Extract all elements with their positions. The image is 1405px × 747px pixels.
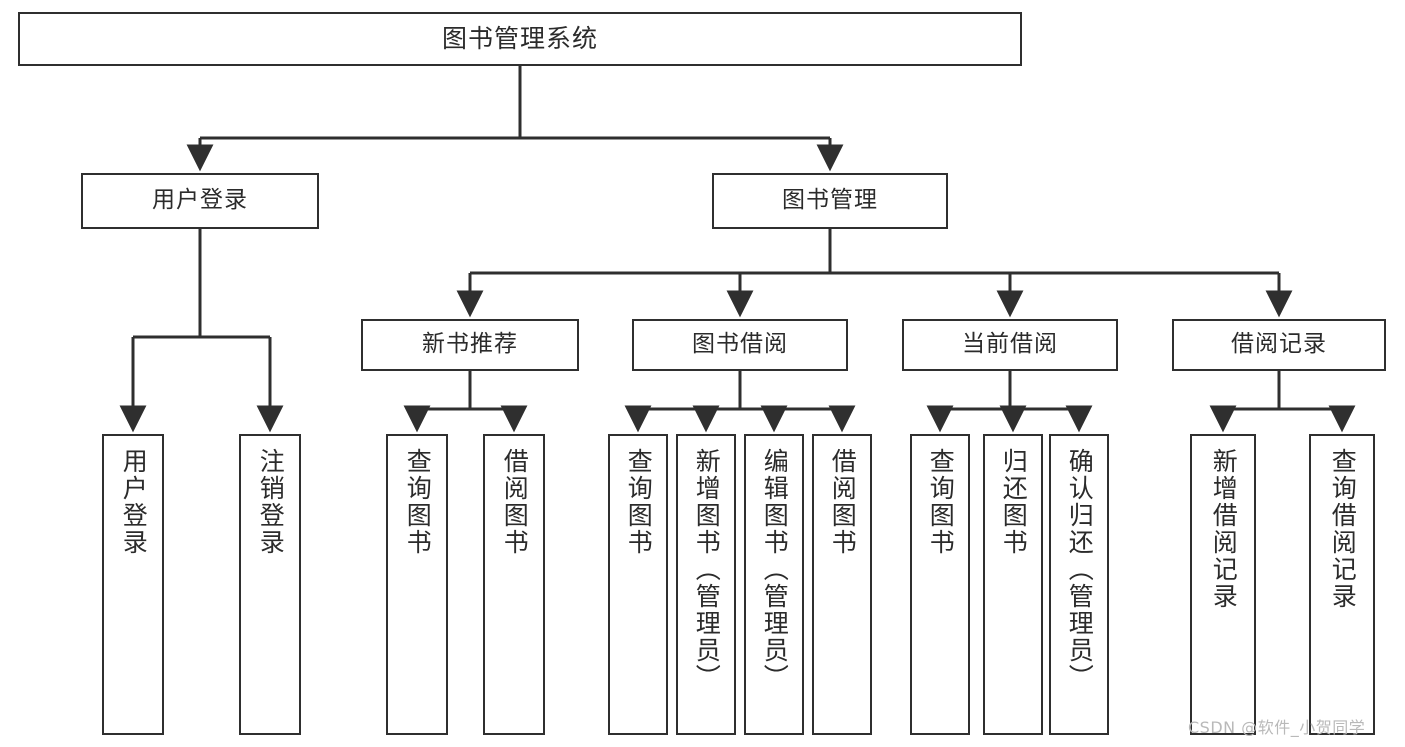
node-edit-book-admin[interactable]: 编辑图书（管理员）: [744, 434, 804, 735]
leaf-label: 查询借阅记录: [1328, 448, 1358, 610]
leaf-label: 借阅图书: [828, 448, 858, 556]
leaf-label: 确认归还（管理员）: [1065, 448, 1095, 691]
leaf-label: 注销登录: [256, 448, 286, 556]
node-new-book-recommend[interactable]: 新书推荐: [361, 319, 579, 371]
node-current-borrow[interactable]: 当前借阅: [902, 319, 1118, 371]
node-book-borrow[interactable]: 图书借阅: [632, 319, 848, 371]
node-user-login-action[interactable]: 用户登录: [102, 434, 164, 735]
node-root[interactable]: 图书管理系统: [18, 12, 1022, 66]
leaf-label: 新增借阅记录: [1209, 448, 1239, 610]
node-confirm-return-admin[interactable]: 确认归还（管理员）: [1049, 434, 1109, 735]
node-add-book-admin[interactable]: 新增图书（管理员）: [676, 434, 736, 735]
leaf-label: 借阅图书: [500, 448, 530, 556]
leaf-label: 用户登录: [119, 448, 149, 556]
node-borrow-book-action[interactable]: 借阅图书: [812, 434, 872, 735]
node-borrow-record[interactable]: 借阅记录: [1172, 319, 1386, 371]
node-query-book-current[interactable]: 查询图书: [910, 434, 970, 735]
leaf-label: 查询图书: [926, 448, 956, 556]
node-return-book[interactable]: 归还图书: [983, 434, 1043, 735]
leaf-label: 新增图书（管理员）: [692, 448, 722, 691]
leaf-label: 归还图书: [999, 448, 1029, 556]
node-add-borrow-record[interactable]: 新增借阅记录: [1190, 434, 1256, 735]
node-query-borrow-record[interactable]: 查询借阅记录: [1309, 434, 1375, 735]
node-query-book-borrow[interactable]: 查询图书: [608, 434, 668, 735]
node-user-login[interactable]: 用户登录: [81, 173, 319, 229]
watermark: CSDN @软件_小贺同学: [1188, 718, 1366, 737]
leaf-label: 查询图书: [403, 448, 433, 556]
node-query-book-rec[interactable]: 查询图书: [386, 434, 448, 735]
node-borrow-book-rec[interactable]: 借阅图书: [483, 434, 545, 735]
node-book-manage[interactable]: 图书管理: [712, 173, 948, 229]
leaf-label: 编辑图书（管理员）: [760, 448, 790, 691]
node-user-logout-action[interactable]: 注销登录: [239, 434, 301, 735]
leaf-label: 查询图书: [624, 448, 654, 556]
